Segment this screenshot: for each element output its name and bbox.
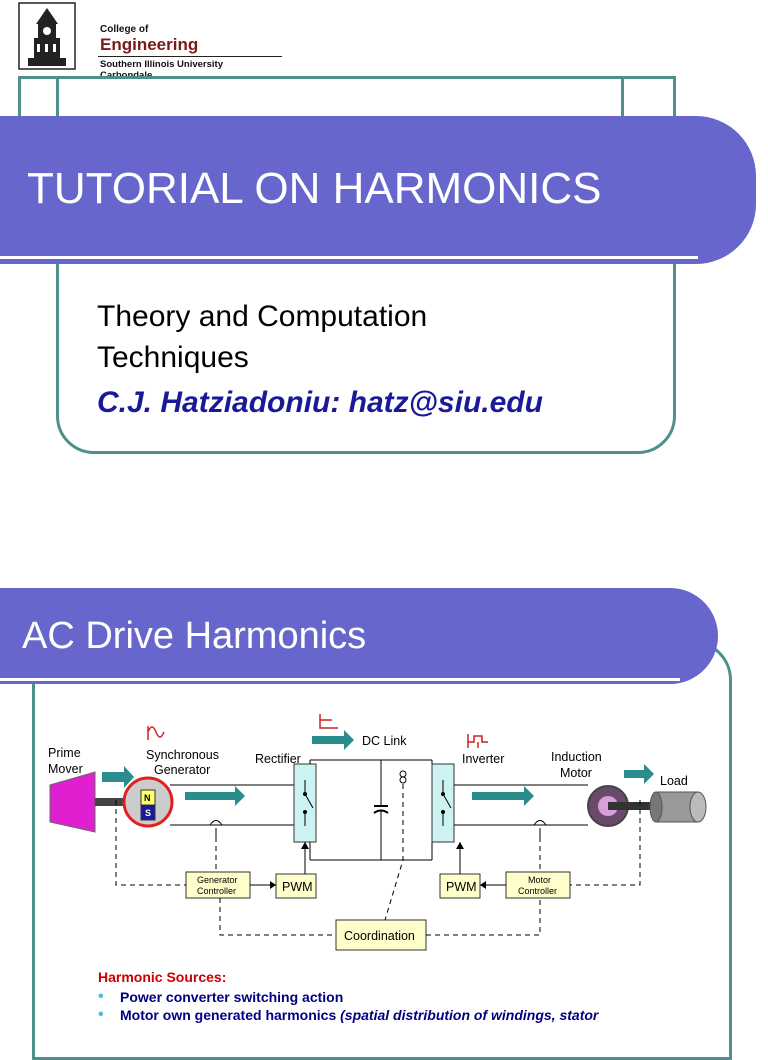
switch-node (303, 792, 307, 796)
slide1-subtitle: Theory and Computation Techniques (97, 296, 427, 378)
load-face (649, 791, 663, 823)
slide1-frame-right (621, 76, 624, 126)
prime-mover-shape (49, 771, 96, 833)
magnet-south (140, 804, 156, 821)
slide1-frame (56, 76, 676, 454)
slide1-author: C.J. Hatziadoniu: hatz@siu.edu (97, 386, 543, 419)
college-logo: College of Engineering Southern Illinois… (18, 2, 282, 81)
slide2-title-underline (0, 678, 680, 681)
slide1-frame-left (18, 76, 21, 136)
ctrl-arrow (270, 881, 276, 889)
shaft-right (608, 802, 656, 810)
sine-wave-icon (147, 726, 165, 740)
coordination-box (335, 919, 427, 951)
load-label: Load (660, 774, 688, 788)
bullet-2-italic: (spatial distribution of windings, stato… (340, 1007, 599, 1023)
harmonic-sources-list: Power converter switching action Motor o… (98, 988, 598, 1024)
generator-controller-box (185, 871, 251, 899)
arrow-icon (102, 766, 134, 788)
motor-label-1: Induction (551, 750, 602, 764)
slide1-title: TUTORIAL ON HARMONICS (27, 164, 602, 213)
harmonic-sources-heading: Harmonic Sources: (98, 969, 227, 985)
clock-tower-icon (18, 2, 76, 70)
bullet-2-text: Motor own generated harmonics (120, 1007, 341, 1023)
inverter-switch (442, 793, 452, 809)
arrow-icon (312, 730, 354, 750)
gen-ctrl-label-1: Generator (197, 875, 238, 885)
switch-node (303, 810, 307, 814)
ac-drive-diagram: Prime Mover N S Synchronous Generator Re… (48, 714, 707, 951)
arrow-icon (624, 764, 654, 784)
load-end (689, 791, 707, 823)
dc-link-label: DC Link (362, 734, 407, 748)
current-sensor-icon (533, 820, 547, 826)
logo-engineering: Engineering (100, 35, 199, 54)
voltage-sensor-icon (399, 770, 407, 778)
pwm-left-label: PWM (282, 880, 313, 894)
motor-controller-box (505, 871, 571, 899)
motor-ctrl-label-2: Controller (518, 886, 557, 896)
logo-divider (98, 56, 282, 57)
arrow-icon (472, 786, 534, 806)
switch-node (441, 792, 445, 796)
slide1-title-banner: TUTORIAL ON HARMONICS (0, 116, 756, 264)
magnet-s-label: S (145, 808, 151, 818)
pwm-right-label: PWM (446, 880, 477, 894)
current-sensor-icon (209, 820, 223, 826)
inverter-box (431, 763, 455, 843)
switch-node (441, 810, 445, 814)
inverter-label: Inverter (462, 752, 504, 766)
dc-wave-icon (319, 714, 338, 729)
arrow-icon (185, 786, 245, 806)
shaft-left (95, 798, 140, 806)
ctrl-arrow (301, 842, 309, 849)
generator-label-1: Synchronous (146, 748, 219, 762)
bullet-1-text: Power converter switching action (120, 989, 344, 1005)
voltage-sensor-icon (399, 776, 407, 784)
rectifier-switch (304, 793, 314, 809)
ctrl-arrow (456, 842, 464, 849)
coordination-label: Coordination (344, 929, 415, 943)
prime-mover-label-2: Mover (48, 762, 83, 776)
motor-ctrl-label-1: Motor (528, 875, 551, 885)
slide1-title-underline (0, 256, 698, 259)
pwm-wave-icon (467, 734, 488, 748)
rectifier-label: Rectifier (255, 752, 301, 766)
generator-label-2: Generator (154, 763, 210, 777)
capacitor-plate-curved (373, 809, 389, 814)
magnet-n-label: N (144, 793, 151, 803)
subtitle-line-2: Techniques (97, 341, 249, 374)
list-item: Power converter switching action (98, 988, 598, 1006)
slide2-title-banner: AC Drive Harmonics (0, 588, 718, 684)
logo-college-of: College of (100, 24, 149, 35)
rectifier-box (293, 763, 317, 843)
ctrl-arrow (480, 881, 486, 889)
list-item: Motor own generated harmonics (spatial d… (98, 1006, 598, 1024)
feedback-lines (115, 784, 641, 936)
motor-label-2: Motor (560, 766, 592, 780)
logo-university: Southern Illinois University Carbondale (100, 59, 223, 81)
pwm-left-box (275, 873, 317, 899)
gen-ctrl-label-2: Controller (197, 886, 236, 896)
subtitle-line-1: Theory and Computation (97, 300, 428, 333)
prime-mover-label-1: Prime (48, 746, 81, 760)
slide2-title: AC Drive Harmonics (22, 615, 367, 657)
